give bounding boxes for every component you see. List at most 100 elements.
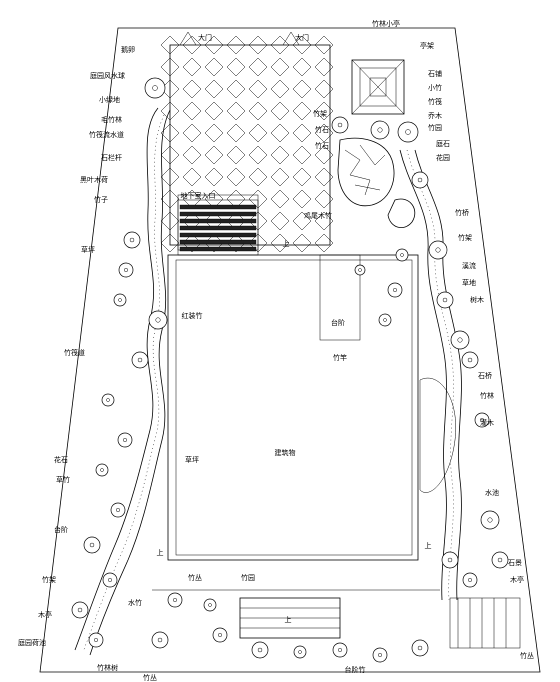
planting-trees <box>71 77 509 663</box>
right-stream-edge <box>414 149 462 601</box>
right-label-19: 木亭 <box>510 575 524 584</box>
left-label-9: 竹筏道 <box>64 348 85 357</box>
tree-symbol <box>118 262 134 278</box>
tree-symbol <box>131 351 149 369</box>
paving-diamond <box>292 123 312 143</box>
right-label-14: 石桥 <box>478 371 492 380</box>
bottom-labels: 竹丛 竹园 水竹 台阶竹 竹丛 <box>128 573 366 682</box>
pavilion <box>351 59 405 115</box>
left-label-6: 黑叶木荷 <box>80 175 108 184</box>
plaza-paving <box>160 35 334 253</box>
right-lawn <box>419 377 457 493</box>
right-label-8: 花园 <box>436 153 450 162</box>
paving-diamond <box>270 189 290 209</box>
tree-symbol <box>372 647 388 663</box>
paving-diamond <box>292 57 312 77</box>
paving-diamond <box>204 123 224 143</box>
tree-symbol <box>354 264 366 276</box>
bottom-label-1: 竹园 <box>241 573 255 582</box>
paving-diamond <box>270 101 290 121</box>
tree-symbol <box>462 572 478 588</box>
right-label-16: 灌木 <box>480 418 494 427</box>
paving-diamond <box>182 79 202 99</box>
paving-diamond <box>226 79 246 99</box>
paving-diamond <box>182 57 202 77</box>
entry-plaza <box>160 35 334 253</box>
right-label-18: 石景 <box>508 559 522 567</box>
step-stripe <box>179 225 257 231</box>
right-label-5: 乔木 <box>428 111 442 120</box>
paving-diamond <box>226 145 246 165</box>
tree-center <box>106 398 110 402</box>
tree-symbol <box>212 627 228 643</box>
bottom-label-3: 台阶竹 <box>345 665 366 674</box>
tree-center <box>108 578 112 582</box>
tree-center <box>123 438 127 442</box>
rock-garden <box>337 137 416 229</box>
tree-symbol <box>101 393 115 407</box>
left-label-4: 竹筏流水道 <box>89 130 124 139</box>
tree-center <box>417 177 423 183</box>
gate-label-left: 大门 <box>198 33 212 42</box>
right-label-12: 草地 <box>462 278 476 287</box>
paving-diamond <box>270 123 290 143</box>
paving-diamond <box>314 57 334 77</box>
tree-symbol <box>370 120 390 140</box>
step-stripe <box>179 218 257 224</box>
tree-symbol <box>203 598 217 612</box>
tree-symbol <box>117 432 133 448</box>
paving-diamond <box>160 167 180 187</box>
tree-symbol <box>167 592 183 608</box>
tree-symbol <box>441 551 459 569</box>
right-label-15: 竹林 <box>480 391 494 400</box>
tree-symbol <box>332 642 348 658</box>
paving-diamond <box>160 233 180 253</box>
left-path-dots <box>82 114 165 653</box>
building-outline <box>167 254 419 561</box>
paving-diamond <box>248 101 268 121</box>
paving-diamond <box>314 233 334 253</box>
tree-center <box>100 468 104 472</box>
paving-diamond <box>292 167 312 187</box>
tree-symbol <box>71 601 89 619</box>
tree-center <box>435 247 441 253</box>
building-entry-steps: 地下室入口 <box>177 191 259 256</box>
paving-diamond <box>160 57 180 77</box>
step-mark-plaza: 上 <box>283 239 290 248</box>
paving-diamond <box>314 145 334 165</box>
tree-symbol <box>480 510 500 530</box>
inner-label-4: 竹竿 <box>333 353 347 362</box>
paving-diamond <box>270 145 290 165</box>
tree-center <box>497 557 503 563</box>
right-label-3: 小竹 <box>428 83 442 92</box>
paving-diamond <box>226 123 246 143</box>
paving-diamond <box>160 189 180 209</box>
paving-diamond <box>226 167 246 187</box>
tree-symbol <box>378 313 392 327</box>
tree-center <box>480 418 484 422</box>
right-label-10: 竹架 <box>458 233 472 242</box>
tree-center <box>137 357 143 363</box>
bottom-label-0: 竹丛 <box>188 573 202 582</box>
paving-diamond <box>248 35 268 55</box>
tree-center <box>152 85 158 91</box>
paving-diamond <box>160 145 180 165</box>
right-label-2: 石铺 <box>428 69 442 78</box>
paving-diamond <box>292 101 312 121</box>
tree-center <box>118 298 122 302</box>
tree-center <box>89 542 95 548</box>
tree-center <box>257 647 263 653</box>
tree-symbol <box>461 351 479 369</box>
right-label-9: 竹桥 <box>455 208 469 217</box>
left-label-16: 竹林树 <box>97 663 118 672</box>
site-boundary <box>39 27 541 673</box>
step-stripe <box>179 239 257 245</box>
tree-center <box>337 122 343 128</box>
left-label-12: 台阶 <box>54 525 68 534</box>
paving-diamond <box>204 57 224 77</box>
tree-symbol <box>491 551 509 569</box>
right-label-17: 水池 <box>485 488 499 497</box>
paving-diamond <box>314 189 334 209</box>
tree-center <box>468 578 472 582</box>
tree-symbol <box>395 248 409 262</box>
